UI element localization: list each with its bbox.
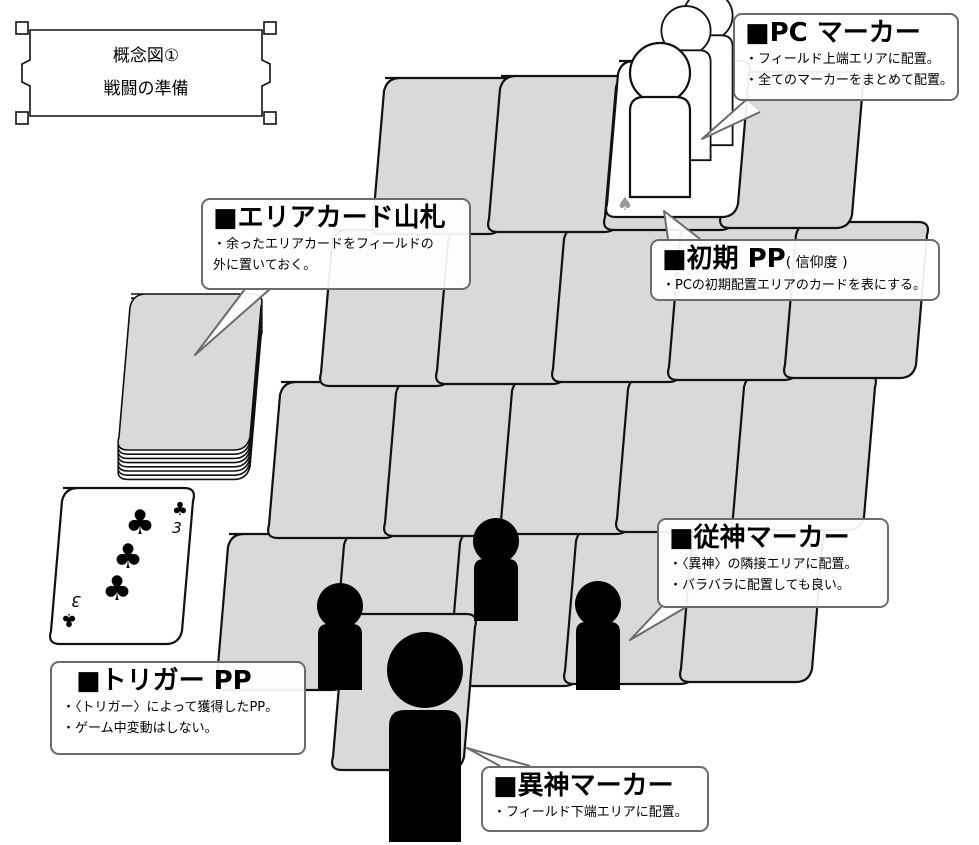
- callout-line: ・フィールド下端エリアに配置。: [493, 804, 688, 820]
- card-rank: 3: [71, 592, 81, 610]
- field-area-card: [730, 372, 878, 532]
- clubs-icon: ♣: [102, 569, 132, 609]
- callout-title: ■従神マーカー: [669, 523, 850, 553]
- callout-title: ■異神マーカー: [493, 771, 674, 801]
- callout-foreign-god-marker: ■異神マーカー ・フィールド下端エリアに配置。: [481, 766, 709, 832]
- callout-line: 外に置いておく。: [213, 258, 317, 274]
- deck-card: [117, 293, 263, 451]
- title-box: 概念図① 戦闘の準備: [30, 30, 262, 116]
- callout-line: ・フィールド上端エリアに配置。: [745, 51, 940, 67]
- callout-title: ■トリガー PP: [76, 666, 252, 696]
- callout-title-main: ■初期 PP: [662, 244, 786, 274]
- callout-title: ■エリアカード山札: [213, 203, 446, 233]
- callout-title: ■PC マーカー: [745, 18, 921, 48]
- callout-line: ・全てのマーカーをまとめて配置。: [745, 73, 954, 89]
- callout-servant-marker: ■従神マーカー ・〈異神〉の隣接エリアに配置。 ・バラバラに配置しても良い。: [657, 518, 889, 608]
- callout-area-deck: ■エリアカード山札 ・余ったエリアカードをフィールドの 外に置いておく。: [201, 198, 471, 290]
- title-box-frame: [15, 21, 277, 125]
- callout-initial-pp: ■初期 PP( 信仰度 ) ・PCの初期配置エリアのカードを表にする。: [650, 239, 940, 301]
- callout-pc-marker: ■PC マーカー ・フィールド上端エリアに配置。 ・全てのマーカーをまとめて配置…: [733, 13, 959, 101]
- callout-line: ・〈異神〉の隣接エリアに配置。: [669, 556, 858, 572]
- clubs-icon: ♣: [125, 503, 155, 543]
- pointer-servant: [629, 605, 689, 641]
- callout-line: ・余ったエリアカードをフィールドの: [213, 236, 434, 252]
- clubs-icon: ♣: [172, 499, 188, 520]
- callout-line: ・〈トリガー〉によって獲得したPP。: [62, 699, 279, 715]
- clubs-icon: ♣: [113, 537, 143, 577]
- callout-line: ・PCの初期配置エリアのカードを表にする。: [662, 277, 927, 293]
- pointer-initial-pp: [663, 210, 701, 240]
- initial-pp-revealed-card: ♠: [604, 59, 752, 219]
- pointer-pc-marker: [701, 99, 761, 140]
- spade-icon: ♠: [617, 194, 633, 215]
- card-rank: 3: [172, 519, 182, 537]
- foreign-god-marker: [387, 632, 463, 842]
- callout-title: ■初期 PP( 信仰度 ): [662, 244, 928, 275]
- title-line-2: 戦闘の準備: [103, 79, 189, 99]
- pc-markers: [628, 0, 734, 199]
- clubs-icon: ♣: [61, 609, 77, 630]
- callout-title-suffix: ( 信仰度 ): [785, 255, 848, 271]
- area-card-deck: [117, 293, 263, 481]
- callout-pointers: [194, 99, 761, 767]
- servant-markers: [317, 518, 621, 690]
- pointer-area-deck: [194, 288, 271, 356]
- trigger-pp-card: ♣ ♣ ♣ ♣ 3 ♣ 3: [48, 486, 196, 646]
- callout-line: ・ゲーム中変動はしない。: [62, 721, 218, 737]
- title-line-1: 概念図①: [112, 45, 180, 66]
- callout-trigger-pp: ■トリガー PP ・〈トリガー〉によって獲得したPP。 ・ゲーム中変動はしない。: [50, 661, 306, 755]
- callout-line: ・バラバラに配置しても良い。: [669, 578, 850, 594]
- pointer-foreign-god: [466, 747, 531, 767]
